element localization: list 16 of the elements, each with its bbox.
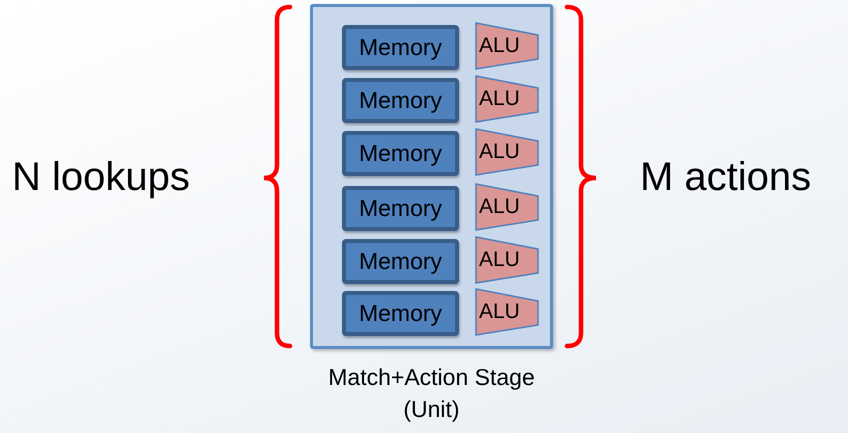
memory-block: Memory: [342, 25, 459, 70]
alu-trapezoid: ALU: [475, 183, 539, 231]
memory-block: Memory: [342, 239, 459, 284]
stage-box: [310, 4, 553, 349]
node-label: Match+Action Stage (Unit): [327, 363, 536, 424]
memory-block: Memory: [342, 291, 459, 336]
alu-trapezoid: ALU: [475, 128, 539, 176]
memory-block: Memory: [342, 131, 459, 176]
alu-trapezoid: ALU: [475, 22, 539, 70]
alu-trapezoid: ALU: [475, 236, 539, 284]
side-label: N lookups: [12, 155, 190, 200]
alu-trapezoid: ALU: [475, 75, 539, 123]
alu-trapezoid: ALU: [475, 288, 539, 336]
memory-block: Memory: [342, 186, 459, 231]
memory-block: Memory: [342, 78, 459, 123]
side-label: M actions: [640, 155, 812, 200]
